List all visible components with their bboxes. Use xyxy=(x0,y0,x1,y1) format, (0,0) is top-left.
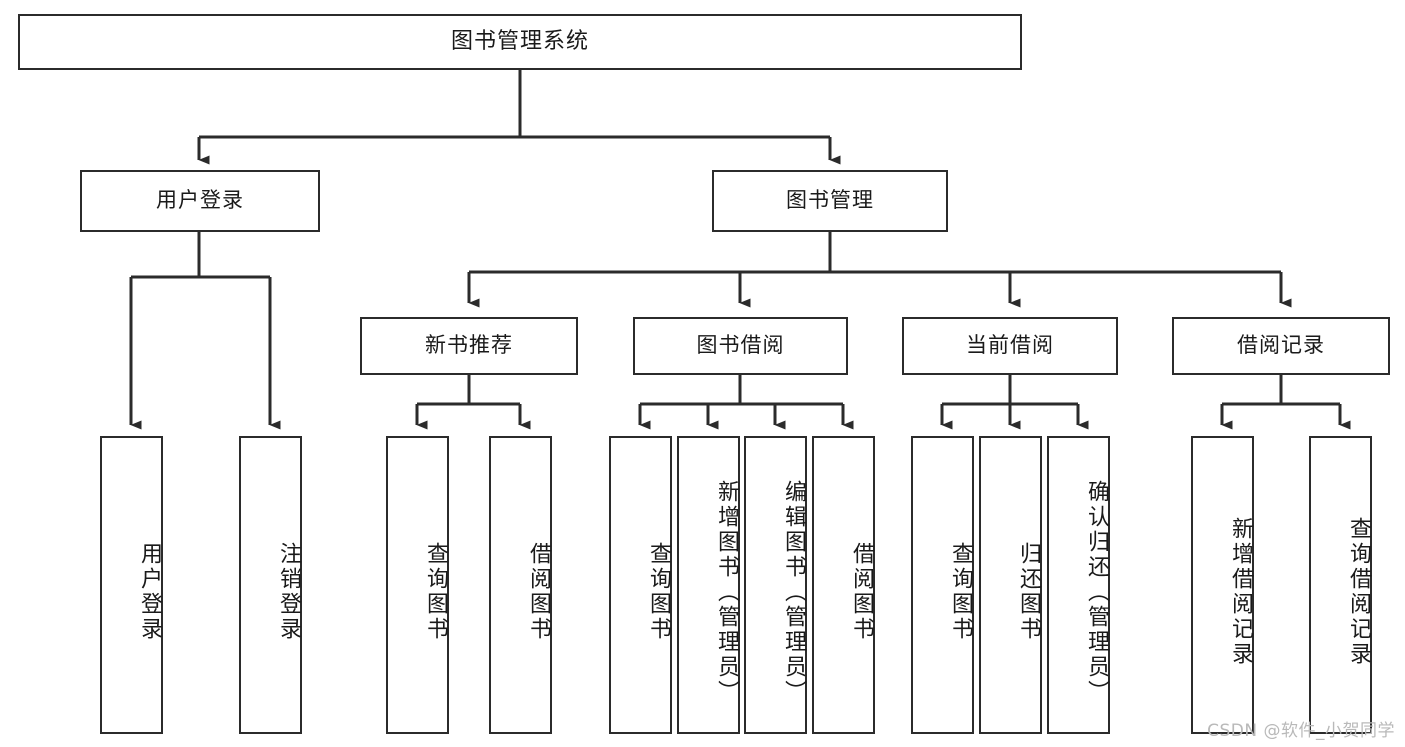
node-label: 查询图书 xyxy=(423,542,448,642)
node-current-borrow[interactable]: 当前借阅 xyxy=(902,317,1118,375)
node-label: 借阅图书 xyxy=(849,542,874,642)
watermark-credit: CSDN @软件_小贺同学 xyxy=(1207,721,1395,741)
node-book-management[interactable]: 图书管理 xyxy=(712,170,948,232)
leaf-current-confirm-return-admin[interactable]: 确认归还（管理员） xyxy=(1047,436,1110,734)
leaf-borrow-add-book-admin[interactable]: 新增图书（管理员） xyxy=(677,436,740,734)
node-label: 新增图书（管理员） xyxy=(714,479,739,705)
leaf-new-book-borrow[interactable]: 借阅图书 xyxy=(489,436,552,734)
node-label: 借阅图书 xyxy=(526,542,551,642)
node-book-borrow[interactable]: 图书借阅 xyxy=(633,317,848,375)
leaf-user-login[interactable]: 用户登录 xyxy=(100,436,163,734)
node-label: 图书借阅 xyxy=(696,333,785,358)
leaf-borrow-edit-book-admin[interactable]: 编辑图书（管理员） xyxy=(744,436,807,734)
node-new-book-recommend[interactable]: 新书推荐 xyxy=(360,317,578,375)
node-label: 编辑图书（管理员） xyxy=(781,479,806,705)
node-label: 查询借阅记录 xyxy=(1346,517,1371,667)
node-root-book-management-system[interactable]: 图书管理系统 xyxy=(18,14,1022,70)
node-label: 借阅记录 xyxy=(1237,333,1325,358)
node-label: 图书管理 xyxy=(786,188,874,213)
leaf-record-add[interactable]: 新增借阅记录 xyxy=(1191,436,1254,734)
leaf-borrow-borrow-book[interactable]: 借阅图书 xyxy=(812,436,875,734)
node-borrow-record[interactable]: 借阅记录 xyxy=(1172,317,1390,375)
leaf-record-query[interactable]: 查询借阅记录 xyxy=(1309,436,1372,734)
leaf-current-return-book[interactable]: 归还图书 xyxy=(979,436,1042,734)
leaf-new-book-query[interactable]: 查询图书 xyxy=(386,436,449,734)
node-label: 图书管理系统 xyxy=(450,28,589,54)
leaf-logout[interactable]: 注销登录 xyxy=(239,436,302,734)
node-label: 查询图书 xyxy=(646,542,671,642)
node-label: 用户登录 xyxy=(156,188,244,213)
node-label: 新书推荐 xyxy=(425,333,513,358)
node-label: 归还图书 xyxy=(1016,542,1041,642)
node-user-login[interactable]: 用户登录 xyxy=(80,170,320,232)
node-label: 新增借阅记录 xyxy=(1228,517,1253,667)
node-label: 查询图书 xyxy=(948,542,973,642)
node-label: 注销登录 xyxy=(276,542,301,642)
node-label: 用户登录 xyxy=(137,542,162,642)
leaf-borrow-query-book[interactable]: 查询图书 xyxy=(609,436,672,734)
leaf-current-query-book[interactable]: 查询图书 xyxy=(911,436,974,734)
node-label: 确认归还（管理员） xyxy=(1084,479,1109,705)
node-label: 当前借阅 xyxy=(966,333,1054,358)
